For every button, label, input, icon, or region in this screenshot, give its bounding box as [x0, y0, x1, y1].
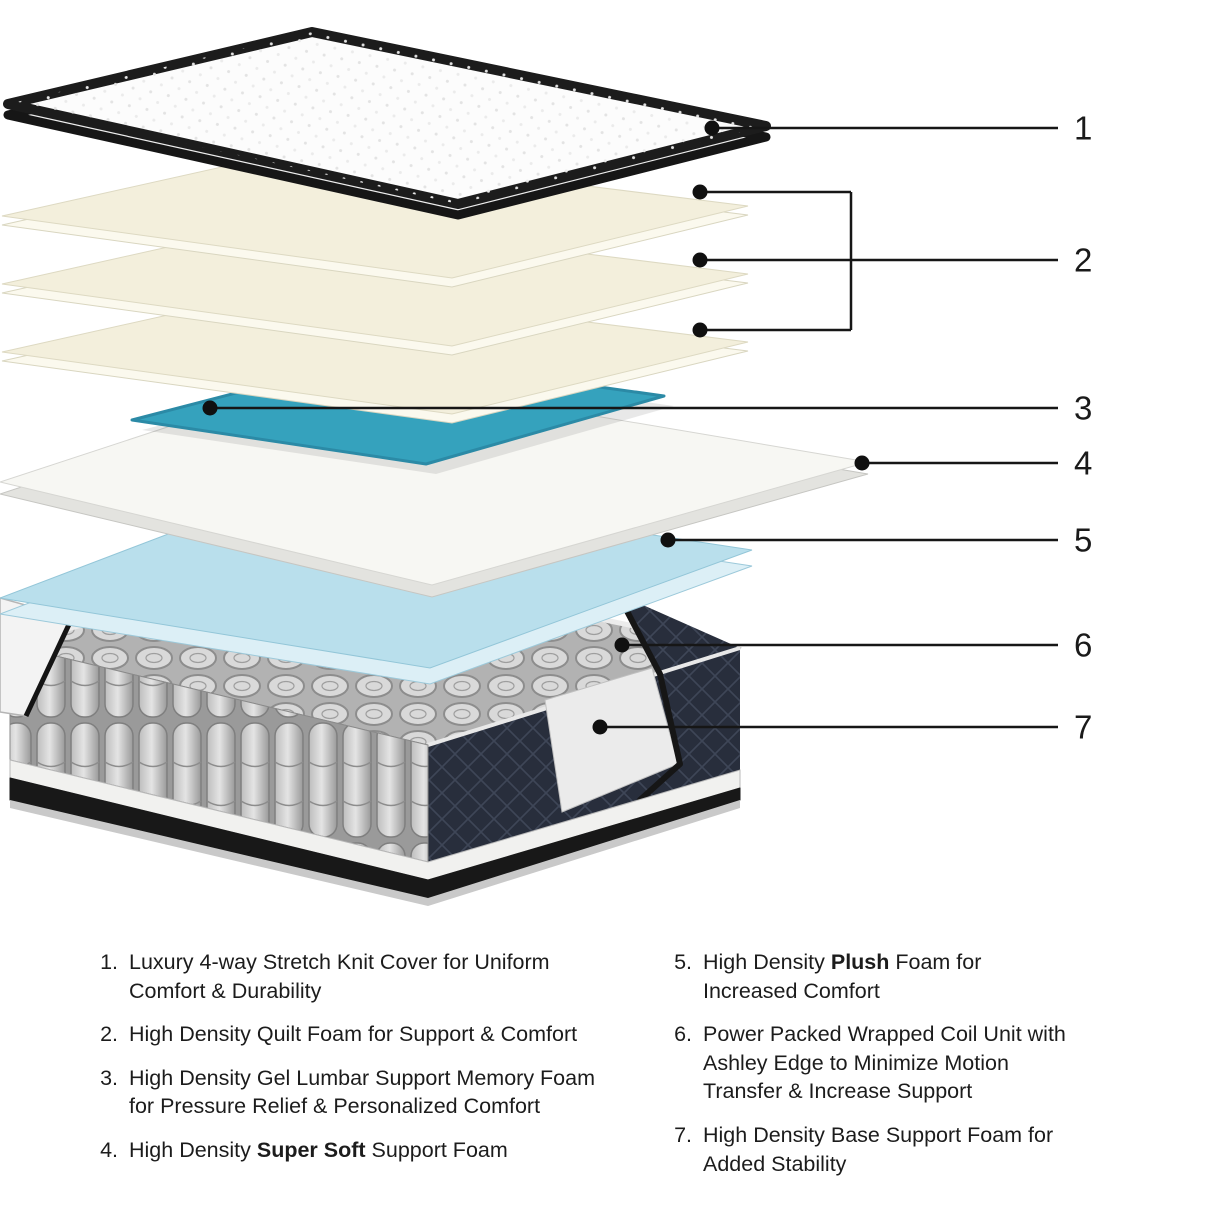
legend-item: 6. Power Packed Wrapped Coil Unit with As…: [662, 1020, 1076, 1106]
legend-column-right: 5. High Density Plush Foam for Increased …: [662, 948, 1076, 1193]
callout-7-dot: [592, 719, 608, 735]
callout-1-number: 1: [1074, 110, 1092, 147]
quilt-foam-1-top: [1, 149, 749, 279]
callout-3-dot: [202, 400, 218, 416]
callout-6: 6: [614, 627, 1092, 664]
legend-item-number: 6.: [674, 1022, 692, 1047]
callout-7: 7: [592, 709, 1092, 746]
callout-5-dot: [660, 532, 676, 548]
mattress-exploded-diagram: 1 2 3 4 5 6: [0, 27, 1092, 906]
legend-item-text: High Density Gel Lumbar Support Memory F…: [129, 1065, 596, 1119]
layer-knit-cover: [3, 27, 771, 220]
callouts: 1 2 3 4 5 6: [202, 110, 1092, 746]
legend-item: 7. High Density Base Support Foam for Add…: [662, 1121, 1076, 1178]
callout-5: 5: [660, 522, 1092, 559]
callout-1-dot: [704, 120, 720, 136]
callout-5-number: 5: [1074, 522, 1092, 559]
legend-item-number: 3.: [100, 1065, 118, 1090]
legend-column-left: 1. Luxury 4-way Stretch Knit Cover for Un…: [88, 948, 600, 1180]
mattress-diagram-svg: 1 2 3 4 5 6: [0, 27, 1092, 906]
legend-item-number: 1.: [100, 950, 118, 974]
legend-item: 3. High Density Gel Lumbar Support Memory…: [88, 1064, 600, 1121]
base-foundation-edge: [10, 800, 740, 906]
legend-item-text: High Density Base Support Foam for Added…: [703, 1122, 1054, 1176]
left-flap-tape: [23, 616, 75, 718]
legend-item-number: 2.: [100, 1022, 118, 1047]
callout-6-number: 6: [1074, 627, 1092, 664]
callout-2: 2: [692, 184, 1092, 338]
legend-item: 1. Luxury 4-way Stretch Knit Cover for Un…: [88, 948, 600, 1005]
legend-item-number: 7.: [674, 1122, 692, 1147]
callout-4-dot: [854, 455, 870, 471]
callout-2-dot-c: [692, 322, 708, 338]
edge-panel-tape: [615, 591, 683, 803]
legend-item-text: Power Packed Wrapped Coil Unit with Ashl…: [703, 1022, 1066, 1104]
callout-3-number: 3: [1074, 390, 1092, 427]
legend-item: 2. High Density Quilt Foam for Support & …: [88, 1020, 600, 1049]
callout-4-number: 4: [1074, 445, 1092, 482]
cover-quilt-texture: [8, 32, 766, 204]
legend-item-text: Luxury 4-way Stretch Knit Cover for Unif…: [129, 950, 550, 1003]
legend-item-text: High Density Super Soft Support Foam: [129, 1137, 508, 1162]
callout-4: 4: [854, 445, 1092, 482]
legend-item-number: 4.: [100, 1137, 118, 1162]
legend-item: 4. High Density Super Soft Support Foam: [88, 1136, 600, 1165]
callout-1: 1: [704, 110, 1092, 147]
legend-item-text: High Density Plush Foam for Increased Co…: [703, 950, 982, 1003]
legend-item-text: High Density Quilt Foam for Support & Co…: [129, 1022, 578, 1047]
legend-item: 5. High Density Plush Foam for Increased …: [662, 948, 1076, 1005]
legend-item-number: 5.: [674, 950, 692, 974]
callout-2-number: 2: [1074, 242, 1092, 279]
layer-quilt-foam-1: [1, 149, 749, 288]
callout-6-dot: [614, 637, 630, 653]
callout-2-dot-b: [692, 252, 708, 268]
callout-7-number: 7: [1074, 709, 1092, 746]
callout-3: 3: [202, 390, 1092, 427]
callout-2-dot-a: [692, 184, 708, 200]
